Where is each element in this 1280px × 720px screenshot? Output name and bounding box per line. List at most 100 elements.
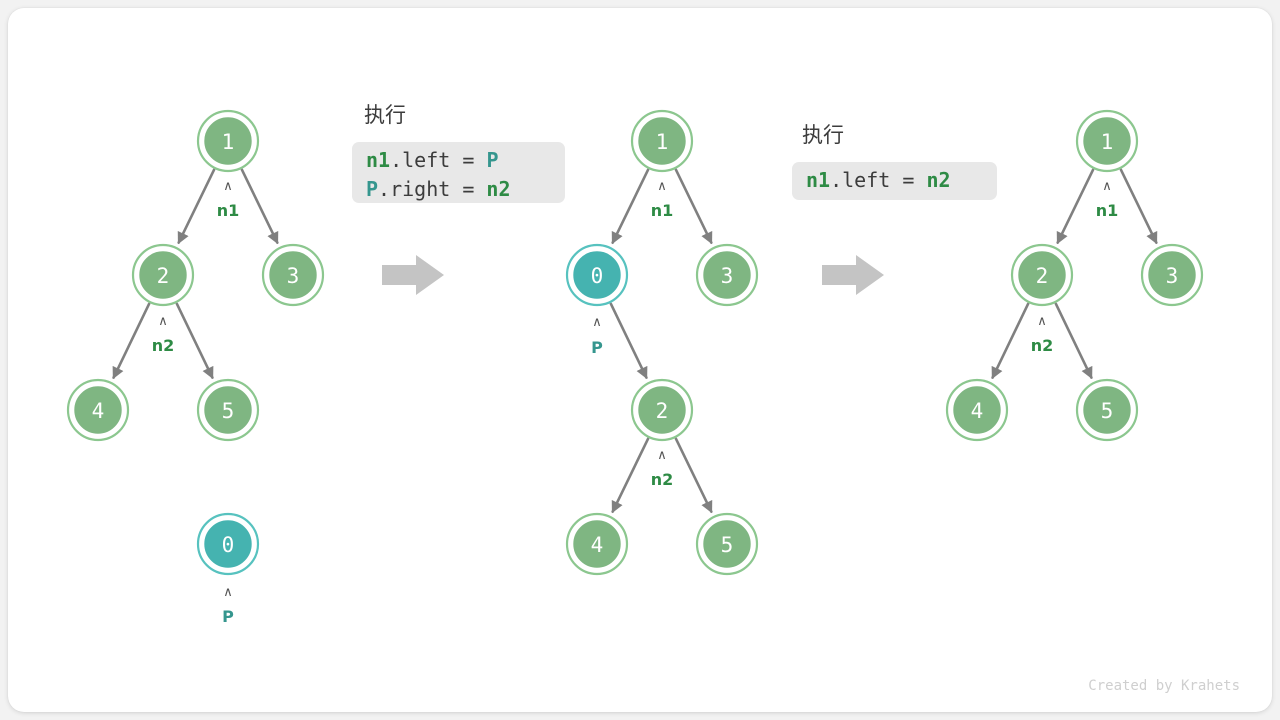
node-value: 4	[92, 399, 105, 423]
tree-node: 4	[565, 512, 629, 576]
caret-icon: ∧	[657, 448, 667, 463]
tree-edge	[611, 168, 650, 245]
code-token: =	[450, 148, 486, 172]
tree-edge	[1056, 168, 1095, 245]
code-token: =	[890, 168, 926, 192]
operation-step: 执行 n1.left = n2	[792, 123, 997, 200]
node-value: 3	[287, 264, 300, 288]
caret-icon: ∧	[1037, 314, 1047, 329]
tree-edge	[674, 437, 713, 514]
tree-edge	[609, 302, 648, 380]
pointers-layer: ∧n1∧n2∧P∧n1∧P∧n2∧n1∧n2	[152, 179, 1119, 626]
node-value: 4	[971, 399, 984, 423]
credit-text: Created by Krahets	[1088, 678, 1240, 694]
caret-icon: ∧	[223, 585, 233, 600]
tree-node: 2	[131, 243, 195, 307]
tree-edge	[177, 168, 216, 245]
tree-node: 5	[1075, 378, 1139, 442]
code-token: =	[450, 177, 486, 201]
transition-arrow-icon	[382, 255, 444, 295]
pointer-label: n1	[217, 201, 240, 220]
code-token: P	[486, 148, 498, 172]
node-value: 4	[591, 533, 604, 557]
node-value: 1	[656, 130, 669, 154]
code-token: .left	[830, 168, 890, 192]
tree-edge	[674, 168, 713, 245]
tree-node: 0	[196, 512, 260, 576]
tree-node: 1	[630, 109, 694, 173]
tree-edge	[1054, 302, 1093, 380]
pointer-annotation: ∧ n2	[651, 448, 674, 489]
caret-icon: ∧	[1102, 179, 1112, 194]
nodes-layer: 1 2 3 4 5 0 1 0 3 2 4 5 1 2 3 4 5	[66, 109, 1204, 576]
node-value: 0	[591, 264, 604, 288]
tree-node: 2	[1010, 243, 1074, 307]
tree-node: 1	[196, 109, 260, 173]
tree-node: 5	[196, 378, 260, 442]
tree-edge	[991, 302, 1030, 380]
tree-node: 2	[630, 378, 694, 442]
transition-arrow-icon	[822, 255, 884, 295]
node-value: 3	[721, 264, 734, 288]
node-value: 1	[1101, 130, 1114, 154]
tree-node: 1	[1075, 109, 1139, 173]
code-token: .left	[390, 148, 450, 172]
caret-icon: ∧	[657, 179, 667, 194]
caret-icon: ∧	[592, 315, 602, 330]
pointer-label: n1	[651, 201, 674, 220]
node-value: 3	[1166, 264, 1179, 288]
pointer-annotation: ∧ n2	[152, 314, 175, 355]
code-box	[792, 162, 997, 200]
tree-node: 4	[945, 378, 1009, 442]
caret-icon: ∧	[158, 314, 168, 329]
tree-edge	[240, 168, 279, 245]
tree-node: 3	[1140, 243, 1204, 307]
pointer-label: n1	[1096, 201, 1119, 220]
code-box	[352, 142, 565, 203]
tree-node: 3	[261, 243, 325, 307]
tree-node: 4	[66, 378, 130, 442]
pointer-annotation: ∧P	[222, 585, 234, 626]
code-line: n1.left = n2	[806, 168, 951, 192]
code-line: P.right = n2	[366, 177, 511, 201]
tree-edge	[175, 302, 214, 380]
code-token: n2	[926, 168, 950, 192]
pointer-annotation: ∧ n1	[651, 179, 674, 220]
exec-label: 执行	[364, 103, 406, 127]
code-token: P	[366, 177, 378, 201]
code-token: n1	[806, 168, 830, 192]
tree-edge	[1119, 168, 1158, 245]
pointer-annotation: ∧ n1	[1096, 179, 1119, 220]
code-token: n2	[486, 177, 510, 201]
pointer-annotation: ∧ n1	[217, 179, 240, 220]
pointer-annotation: ∧ n2	[1031, 314, 1054, 355]
node-value: 5	[1101, 399, 1114, 423]
tree-edge	[112, 302, 151, 380]
pointer-label: n2	[1031, 336, 1054, 355]
edges-layer	[112, 168, 1158, 514]
code-line: n1.left = P	[366, 148, 498, 172]
node-value: 5	[222, 399, 235, 423]
pointer-label: P	[591, 338, 603, 357]
node-value: 2	[656, 399, 669, 423]
code-token: .right	[378, 177, 450, 201]
node-value: 5	[721, 533, 734, 557]
tree-node: 5	[695, 512, 759, 576]
tree-node: 0	[565, 243, 629, 307]
exec-label: 执行	[802, 123, 844, 147]
node-value: 0	[222, 533, 235, 557]
tree-edge	[611, 437, 650, 514]
tree-node: 3	[695, 243, 759, 307]
pointer-annotation: ∧P	[591, 315, 603, 357]
node-value: 2	[157, 264, 170, 288]
pointer-label: P	[222, 607, 234, 626]
pointer-label: n2	[152, 336, 175, 355]
caret-icon: ∧	[223, 179, 233, 194]
pointer-label: n2	[651, 470, 674, 489]
node-value: 2	[1036, 264, 1049, 288]
transitions-layer	[382, 255, 884, 295]
